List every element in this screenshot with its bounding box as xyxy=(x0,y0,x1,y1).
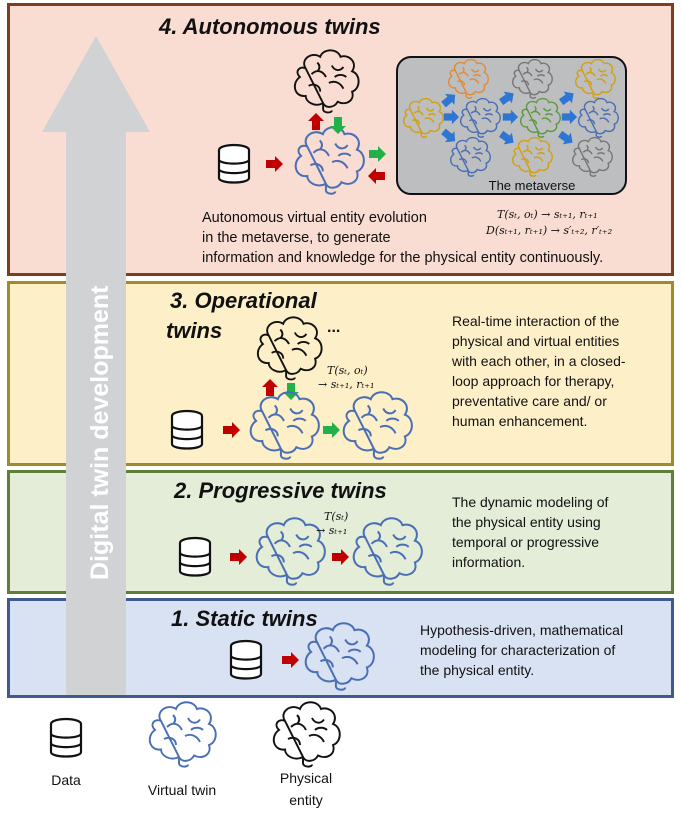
green-right-arrow-icon xyxy=(323,422,340,438)
red-arrow-icon xyxy=(230,549,247,565)
green-right-arrow-icon xyxy=(369,146,386,162)
level-1-title: 1. Static twins xyxy=(171,606,318,631)
level-2-description-line-1: The dynamic modeling of xyxy=(452,494,609,510)
red-arrow-icon xyxy=(223,422,240,438)
level-2-formula-2: → sₜ₊₁ xyxy=(316,524,348,537)
level-4-description-line-1: Autonomous virtual entity evolution xyxy=(202,210,427,226)
level-3-title-line-2: twins xyxy=(166,318,223,343)
level-3-description-line-1: Real-time interaction of the xyxy=(452,313,620,329)
level-1-description-line-1: Hypothesis-driven, mathematical xyxy=(420,622,624,638)
level-3-formula-1: T(sₜ, oₜ) xyxy=(327,364,368,377)
level-3-formula-2: → sₜ₊₁, rₜ₊₁ xyxy=(318,378,375,391)
level-3-description-line-4: loop approach for therapy, xyxy=(452,373,615,389)
red-arrow-icon xyxy=(282,652,299,668)
level-4-formula-1: T(sₜ, oₜ) → sₜ₊₁, rₜ₊₁ xyxy=(497,208,598,221)
red-arrow-icon xyxy=(332,549,349,565)
legend-graphics xyxy=(49,701,341,768)
red-up-arrow-icon xyxy=(262,379,278,396)
metaverse-label: The metaverse xyxy=(488,178,576,193)
level-2-title: 2. Progressive twins xyxy=(174,478,387,503)
level-3-description-line-5: preventative care and/ or xyxy=(452,393,607,409)
level-1-description-line-2: modeling for characterization of xyxy=(420,642,616,658)
metaverse-box xyxy=(396,56,627,195)
virtual-twin-brain-icon xyxy=(249,391,320,460)
virtual-twin-brain-icon xyxy=(304,622,375,691)
level-1-graphics xyxy=(229,622,375,691)
level-1-description-line-3: the physical entity. xyxy=(420,662,535,678)
virtual-twin-brain-icon xyxy=(342,391,413,460)
level-2-description-line-3: temporal or progressive xyxy=(452,534,600,550)
level-2-formula-1: T(sₜ) xyxy=(324,510,349,523)
level-3-title-line-1: 3. Operational xyxy=(170,288,317,313)
level-2-graphics xyxy=(178,517,423,586)
level-3-description-line-3: with each other, in a closed- xyxy=(452,353,626,369)
physical-entity-brain-icon xyxy=(272,701,341,768)
level-3-description-line-6: human enhancement. xyxy=(452,413,588,429)
database-icon xyxy=(229,639,263,680)
development-arrow xyxy=(42,36,150,695)
red-up-arrow-icon xyxy=(308,113,324,130)
virtual-twin-brain-icon xyxy=(255,517,326,586)
legend-virtual-twin-label: Virtual twin xyxy=(147,782,217,798)
development-arrow-label: Digital twin development xyxy=(86,285,114,580)
level-3-description-line-2: physical and virtual entities xyxy=(452,333,620,349)
red-arrow-icon xyxy=(266,156,283,172)
level-2-description-line-2: the physical entity using xyxy=(452,514,601,530)
level-3-ellipsis: ... xyxy=(327,319,341,336)
virtual-twin-brain-icon xyxy=(294,126,365,195)
level-4-title: 4. Autonomous twins xyxy=(159,14,381,39)
database-icon xyxy=(49,717,83,758)
legend-data-label: Data xyxy=(51,772,81,788)
virtual-twin-brain-icon xyxy=(148,701,217,768)
physical-entity-brain-icon xyxy=(256,316,323,381)
database-icon xyxy=(178,536,212,577)
level-4-graphics xyxy=(217,49,627,195)
legend-physical-entity-label-line-2: entity xyxy=(289,792,323,808)
level-4-formula-2: D(sₜ₊₁, rₜ₊₁) → s′ₜ₊₂, r′ₜ₊₂ xyxy=(486,224,613,237)
database-icon xyxy=(170,409,204,450)
level-4-description-line-3: information and knowledge for the physic… xyxy=(202,250,604,266)
level-4-description-line-2: in the metaverse, to generate xyxy=(202,230,391,246)
database-icon xyxy=(217,143,251,184)
red-left-arrow-icon xyxy=(368,168,385,184)
level-2-description-line-4: information. xyxy=(452,554,526,570)
physical-entity-brain-icon xyxy=(293,49,360,114)
legend-physical-entity-label-line-1: Physical xyxy=(279,770,333,786)
virtual-twin-brain-icon xyxy=(352,517,423,586)
